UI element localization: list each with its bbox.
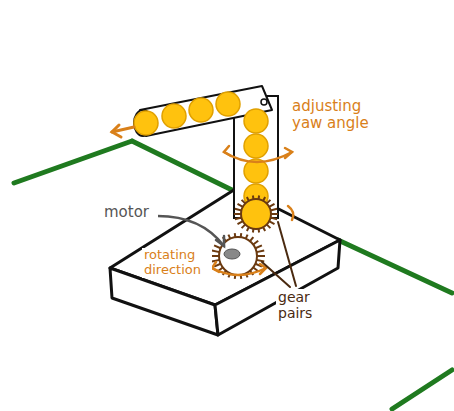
motor-label: motor bbox=[102, 204, 158, 221]
yaw-label: adjusting yaw angle bbox=[290, 98, 378, 133]
gear-tooth bbox=[256, 251, 264, 253]
gear-tooth bbox=[271, 213, 278, 215]
rotation-label: rotating direction bbox=[142, 248, 212, 278]
gear-tooth bbox=[212, 251, 220, 253]
gear-tooth bbox=[257, 255, 265, 257]
gear-tooth bbox=[211, 255, 219, 257]
gear-tooth bbox=[234, 213, 241, 215]
gear-tooth bbox=[256, 260, 264, 262]
gear-pairs-label: gear pairs bbox=[276, 289, 330, 321]
